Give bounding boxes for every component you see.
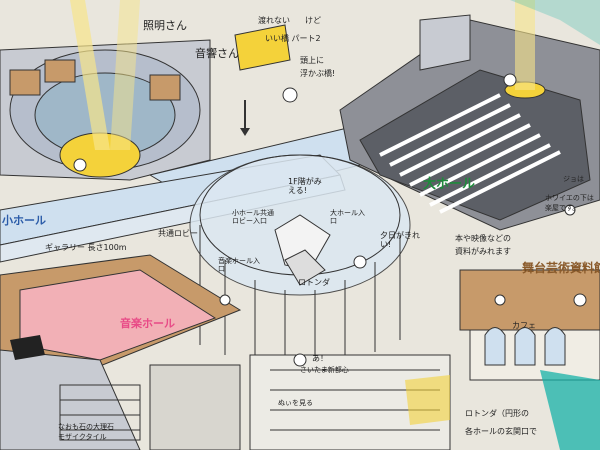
cat-characters bbox=[73, 73, 587, 367]
label-usher-note: ホワイエの下は bbox=[545, 194, 594, 202]
label-bridge-title-3: いい橋 パート2 bbox=[265, 34, 321, 43]
label-look-up: ぬぃを見る bbox=[278, 399, 313, 407]
lower-building bbox=[249, 354, 451, 450]
label-music-hall: 音楽ホール bbox=[120, 317, 175, 330]
label-ah-note-2: さいたま新都心 bbox=[300, 366, 349, 374]
label-ah-note: あ！ bbox=[312, 354, 328, 363]
label-tile-note-2: モザイクタイル bbox=[58, 433, 107, 441]
label-archive-2: 資料がみれます bbox=[455, 247, 511, 256]
label-usher-note-2: 楽屋です。 bbox=[545, 204, 580, 212]
label-second-floor-bubble: 1F階がみえる! bbox=[288, 177, 322, 195]
label-small-hall-lobby-entrance: 小ホール共通ロビー入口 bbox=[232, 209, 274, 225]
label-music-hall-entrance: 音楽ホール入口 bbox=[218, 257, 260, 273]
label-bridge-title-2: けど bbox=[305, 16, 321, 25]
label-sound: 音響さん bbox=[195, 47, 239, 60]
music-hall bbox=[0, 254, 242, 450]
label-gallery: ギャラリー 長さ100m bbox=[45, 243, 127, 252]
label-small-hall: 小ホール bbox=[2, 214, 46, 227]
label-bridge-note-1: 頭上に bbox=[300, 56, 324, 65]
label-bridge-title-1: 渡れない bbox=[258, 16, 290, 25]
label-cafe: カフェ bbox=[512, 321, 536, 330]
label-stage-museum: 舞台芸術資料館 bbox=[522, 261, 600, 275]
label-rotunda: ロトンダ bbox=[298, 278, 330, 287]
grand-hall bbox=[339, 0, 600, 231]
label-grand-hall: 大ホール bbox=[423, 177, 476, 192]
stage-museum-and-cafe bbox=[459, 0, 600, 450]
label-lounge-note: ジョは bbox=[563, 175, 584, 183]
label-tile-note-1: なおも石の大理石 bbox=[58, 423, 114, 431]
label-rotunda-note-2: 各ホールの玄関口で bbox=[465, 427, 537, 436]
label-archive-1: 本や映像などの bbox=[455, 234, 511, 243]
label-grand-hall-entrance: 大ホール入口 bbox=[330, 209, 365, 225]
label-sunset-bubble: 夕日がきれい! bbox=[380, 231, 420, 249]
label-common-lobby: 共通ロビー bbox=[158, 229, 198, 238]
label-lighting: 照明さん bbox=[143, 19, 187, 32]
label-rotunda-note: ロトンダ（円形の bbox=[465, 409, 529, 418]
label-bridge-note-2: 浮かぶ橋! bbox=[300, 69, 336, 78]
